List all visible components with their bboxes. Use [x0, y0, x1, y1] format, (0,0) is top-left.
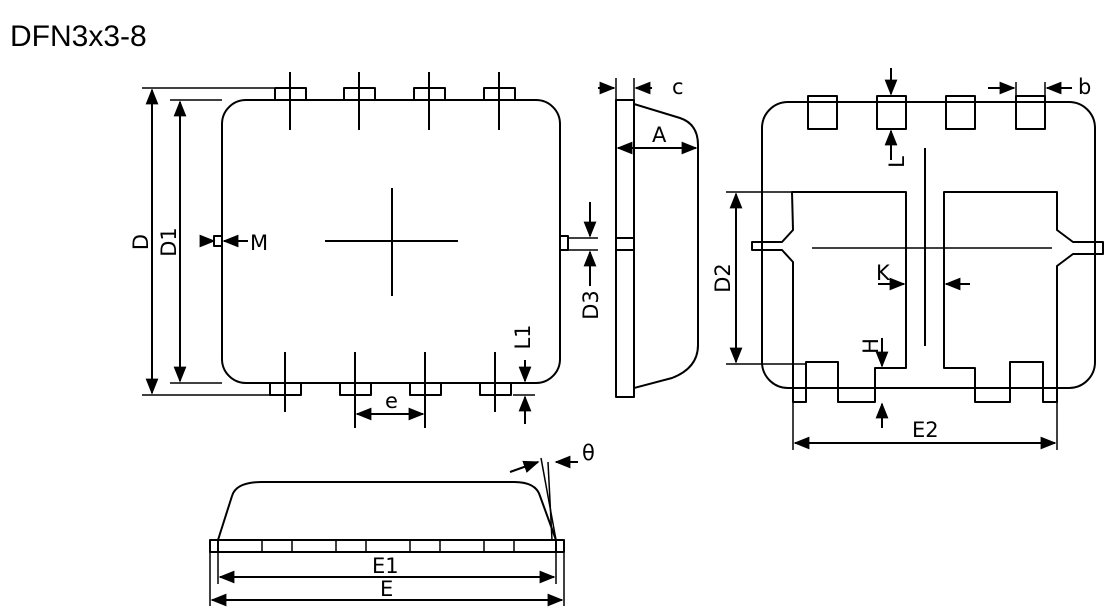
dim-label-D2: D2 [711, 263, 735, 293]
dim-label-D3: D3 [579, 290, 603, 320]
dim-label-K: K [876, 261, 891, 285]
dim-label-M: M [250, 231, 268, 255]
bottom-view: b L D2 K H E2 [711, 68, 1104, 450]
dim-label-A: A [652, 123, 667, 147]
dim-label-E2: E2 [912, 418, 939, 442]
bottom-leads [269, 352, 512, 428]
dim-label-L1: L1 [511, 324, 535, 349]
dim-label-D1: D1 [157, 227, 181, 257]
dim-label-E1: E1 [372, 554, 399, 578]
dim-label-b: b [1078, 75, 1091, 99]
front-view: θ E1 E [209, 441, 595, 607]
bottom-view-body [761, 101, 1096, 389]
dim-label-c: c [672, 75, 684, 99]
dim-label-e: e [385, 389, 398, 413]
dim-label-D: D [129, 234, 153, 250]
top-view: D D1 M D3 L1 e [129, 72, 603, 428]
dim-label-H: H [859, 338, 883, 354]
package-title: DFN3x3-8 [10, 20, 147, 53]
dim-label-L: L [885, 156, 909, 168]
side-view: c A [598, 75, 699, 398]
top-leads [274, 72, 516, 130]
dim-label-theta: θ [582, 441, 595, 465]
dim-label-E: E [380, 577, 393, 601]
